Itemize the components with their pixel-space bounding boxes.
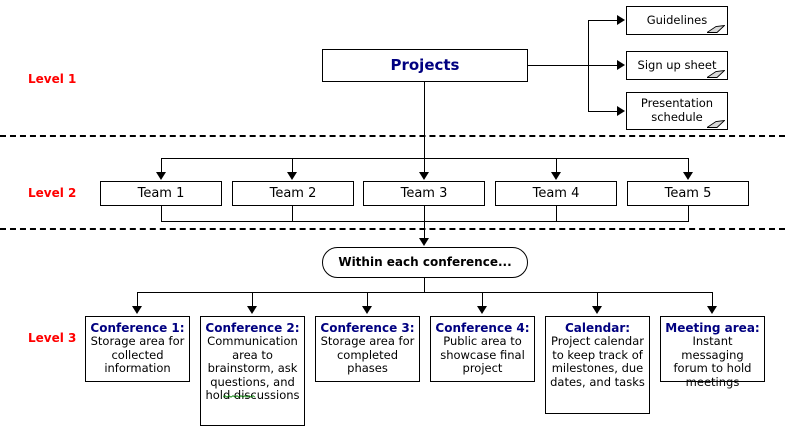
arrow-to-within-each-conference: [419, 238, 429, 246]
arrow-to-conference-2: [247, 306, 257, 314]
node-team-1[interactable]: Team 1: [100, 181, 222, 206]
connector-projects-to-docs-trunk: [528, 65, 588, 66]
connector-drop-conference-3: [367, 292, 368, 308]
connector-merge-to-within: [424, 221, 425, 239]
node-conference-2-title: Conference 2:: [205, 321, 300, 335]
node-document-signup-sheet[interactable]: Sign up sheet: [626, 51, 728, 80]
node-calendar-desc: Project calendar to keep track of milest…: [550, 334, 645, 389]
arrow-to-team-1: [156, 172, 166, 180]
node-document-presentation-schedule[interactable]: Presentation schedule: [626, 92, 728, 130]
connector-conferences-distribution-bar: [137, 292, 712, 293]
node-conference-1-desc: Storage area for collected information: [90, 334, 185, 376]
connector-trunk-to-signup: [588, 65, 618, 66]
node-conference-4[interactable]: Conference 4: Public area to showcase fi…: [430, 316, 535, 382]
arrow-to-team-2: [287, 172, 297, 180]
node-team-3-label: Team 3: [400, 185, 448, 201]
node-conference-4-desc: Public area to showcase final project: [440, 334, 525, 376]
connector-up-team-1: [161, 206, 162, 222]
node-team-5-label: Team 5: [664, 185, 712, 201]
arrow-to-calendar: [592, 306, 602, 314]
arrow-to-team-3: [419, 172, 429, 180]
node-meeting-area[interactable]: Meeting area: Instant messaging forum to…: [660, 316, 765, 389]
connector-drop-conference-2: [252, 292, 253, 308]
connector-drop-conference-4: [482, 292, 483, 308]
node-conference-1-title: Conference 1:: [90, 321, 185, 335]
node-team-5[interactable]: Team 5: [627, 181, 749, 206]
connector-within-stem: [424, 278, 425, 292]
node-calendar-title: Calendar:: [564, 321, 631, 335]
arrow-to-team-4: [551, 172, 561, 180]
level-divider-1-2: [0, 135, 785, 137]
node-conference-3-title: Conference 3:: [320, 321, 415, 335]
node-conference-2-desc: Communication area to brainstorm, ask qu…: [205, 334, 300, 403]
connector-drop-calendar: [597, 292, 598, 308]
node-team-3[interactable]: Team 3: [363, 181, 485, 206]
connector-up-team-2: [292, 206, 293, 222]
node-conference-2[interactable]: Conference 2: Communication area to brai…: [200, 316, 305, 426]
connector-drop-team-5: [688, 158, 689, 174]
connector-trunk-to-presentation: [588, 111, 618, 112]
level-label-2: Level 2: [28, 186, 77, 200]
node-conference-1[interactable]: Conference 1: Storage area for collected…: [85, 316, 190, 382]
connector-drop-meeting-area: [712, 292, 713, 308]
node-team-4[interactable]: Team 4: [495, 181, 617, 206]
connector-drop-team-1: [161, 158, 162, 174]
node-document-signup-sheet-label: Sign up sheet: [637, 57, 717, 72]
connector-projects-stem: [424, 82, 425, 173]
level-label-1: Level 1: [28, 72, 77, 86]
node-calendar[interactable]: Calendar: Project calendar to keep track…: [545, 316, 650, 414]
arrow-to-signup-sheet: [617, 60, 625, 70]
connector-drop-team-2: [292, 158, 293, 174]
connector-drop-conference-1: [137, 292, 138, 308]
level-label-3: Level 3: [28, 331, 77, 345]
connector-teams-distribution-bar: [161, 158, 688, 159]
arrow-to-guidelines: [617, 15, 625, 25]
node-meeting-area-title: Meeting area:: [665, 321, 760, 335]
arrow-to-conference-3: [362, 306, 372, 314]
connector-up-team-5: [688, 206, 689, 222]
connector-drop-team-4: [556, 158, 557, 174]
node-projects-label: Projects: [390, 55, 460, 74]
connector-trunk-to-guidelines: [588, 20, 618, 21]
arrow-to-conference-1: [132, 306, 142, 314]
node-team-2[interactable]: Team 2: [232, 181, 354, 206]
node-team-4-label: Team 4: [532, 185, 580, 201]
node-team-1-label: Team 1: [137, 185, 185, 201]
node-meeting-area-desc: Instant messaging forum to hold meetings: [673, 334, 752, 389]
connector-up-team-3: [424, 206, 425, 222]
node-conference-4-title: Conference 4:: [435, 321, 530, 335]
level-divider-2-3: [0, 228, 785, 230]
node-team-2-label: Team 2: [269, 185, 317, 201]
arrow-to-conference-4: [477, 306, 487, 314]
arrow-to-meeting-area: [707, 306, 717, 314]
arrow-to-presentation-schedule: [617, 106, 625, 116]
connector-up-team-4: [556, 206, 557, 222]
node-document-guidelines[interactable]: Guidelines: [626, 6, 728, 35]
node-document-presentation-schedule-label: Presentation schedule: [640, 96, 714, 124]
arrow-to-team-5: [683, 172, 693, 180]
node-conference-3-desc: Storage area for completed phases: [320, 334, 415, 376]
node-document-guidelines-label: Guidelines: [646, 12, 708, 27]
node-within-each-conference-label: Within each conference...: [338, 255, 512, 270]
node-projects[interactable]: Projects: [322, 49, 528, 82]
node-conference-3[interactable]: Conference 3: Storage area for completed…: [315, 316, 420, 382]
node-within-each-conference[interactable]: Within each conference...: [322, 247, 528, 278]
